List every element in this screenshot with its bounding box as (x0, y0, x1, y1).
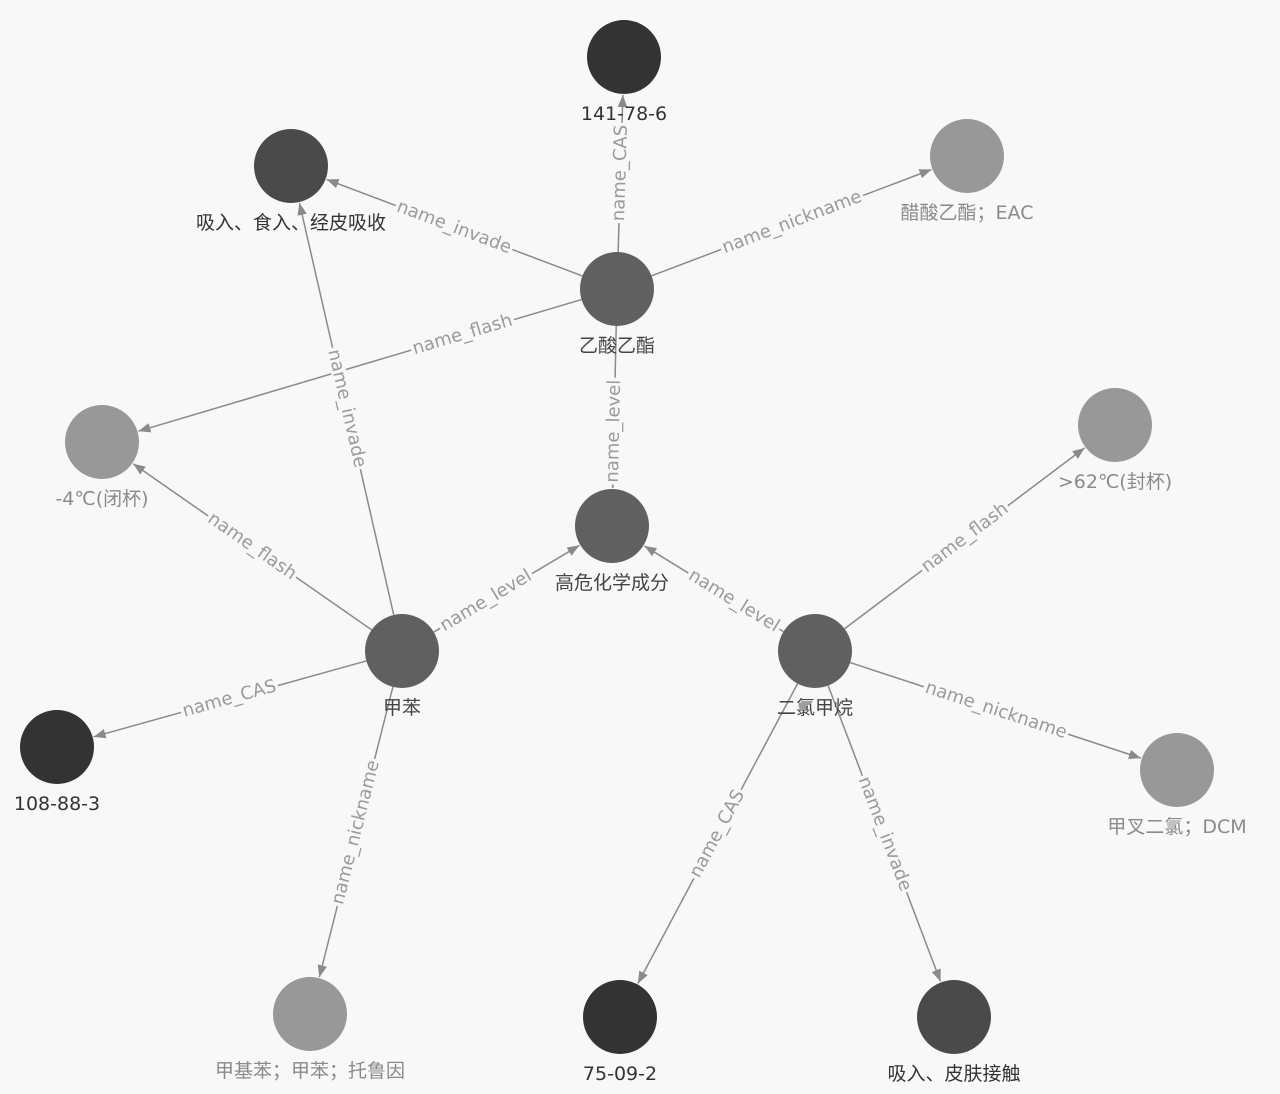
edge-label-background (718, 188, 866, 257)
edge-ethyl_acetate-cas_ea[interactable]: name_CAS (608, 94, 632, 253)
edge-label: name_invade (323, 347, 370, 469)
edge-label-background (325, 345, 369, 471)
node-circle[interactable] (365, 614, 439, 688)
edge-label-background (408, 311, 516, 357)
node-label: 75-09-2 (583, 1063, 657, 1085)
edge-label: name_nickname (719, 186, 865, 258)
edge-label-background (610, 122, 630, 224)
node-circle[interactable] (65, 405, 139, 479)
node-circle[interactable] (583, 980, 657, 1054)
node-circle[interactable] (20, 710, 94, 784)
node-nick_tol[interactable]: 甲基苯；甲苯；托鲁因 (215, 977, 405, 1082)
node-circle[interactable] (917, 980, 991, 1054)
node-circle[interactable] (778, 614, 852, 688)
edge-dcm-nick_dcm[interactable]: name_nickname (849, 661, 1142, 759)
node-label: 甲叉二氯；DCM (1107, 816, 1246, 838)
node-label: 108-88-3 (14, 793, 100, 815)
edge-label: name_flash (204, 508, 301, 584)
node-label: -4℃(闭杯) (55, 488, 148, 510)
edge-dcm-cas_dcm[interactable]: name_CAS (637, 683, 799, 984)
node-label: >62℃(封杯) (1058, 471, 1172, 493)
node-cas_ea[interactable]: 141-78-6 (581, 20, 667, 125)
node-label: 甲苯 (383, 697, 421, 719)
edge-label: name_nickname (923, 677, 1070, 743)
edge-label-background (921, 679, 1071, 741)
node-circle[interactable] (930, 119, 1004, 193)
node-circle[interactable] (575, 489, 649, 563)
edge-label: name_CAS (685, 786, 749, 881)
node-ethyl_acetate[interactable]: 乙酸乙酯 (579, 252, 655, 357)
edge-label: name_level (602, 380, 625, 483)
edge-label-background (686, 785, 748, 882)
node-circle[interactable] (580, 252, 654, 326)
edge-label: name_CAS (180, 675, 278, 721)
edge-label-background (204, 509, 301, 583)
node-nick_ea[interactable]: 醋酸乙酯；EAC (901, 119, 1034, 224)
node-flash_2[interactable]: >62℃(封杯) (1058, 388, 1172, 493)
node-label: 甲基苯；甲苯；托鲁因 (215, 1060, 405, 1082)
edge-toluene-flash_1[interactable]: name_flash (132, 463, 373, 631)
node-label: 141-78-6 (581, 103, 667, 125)
node-circle[interactable] (273, 977, 347, 1051)
edge-dcm-invade_2[interactable]: name_invade (827, 685, 942, 982)
edge-label: name_nickname (327, 758, 384, 906)
node-cas_dcm[interactable]: 75-09-2 (583, 980, 657, 1085)
node-label: 高危化学成分 (555, 572, 669, 594)
node-circle[interactable] (1140, 733, 1214, 807)
edge-toluene-cas_tol[interactable]: name_CAS (93, 660, 367, 739)
edge-ethyl_acetate-nick_ea[interactable]: name_nickname (651, 168, 932, 277)
node-label: 二氯甲烷 (777, 697, 853, 719)
edge-label: name_CAS (608, 125, 632, 222)
edge-toluene-invade_1[interactable]: name_invade (297, 202, 395, 616)
node-invade_1[interactable]: 吸入、食入、经皮吸收 (196, 129, 386, 234)
edge-label-background (684, 566, 784, 635)
edge-line (138, 298, 582, 433)
node-nick_dcm[interactable]: 甲叉二氯；DCM (1107, 733, 1247, 838)
edge-ethyl_acetate-hazard[interactable]: name_level (602, 325, 625, 489)
edge-label: name_level (685, 565, 784, 637)
edge-label: name_invade (394, 196, 514, 258)
edge-dcm-flash_2[interactable]: name_flash (844, 447, 1086, 630)
node-circle[interactable] (254, 129, 328, 203)
edge-label-background (179, 677, 280, 720)
edge-label: name_flash (410, 310, 515, 360)
edge-label-background (435, 566, 536, 635)
edge-label: name_flash (917, 498, 1012, 577)
node-toluene[interactable]: 甲苯 (365, 614, 439, 719)
edge-label-background (604, 377, 623, 485)
node-label: 乙酸乙酯 (579, 335, 655, 357)
node-flash_1[interactable]: -4℃(闭杯) (55, 405, 149, 510)
node-dcm[interactable]: 二氯甲烷 (777, 614, 853, 719)
node-label: 吸入、食入、经皮吸收 (196, 212, 386, 234)
edge-label: name_invade (854, 774, 916, 894)
node-circle[interactable] (1078, 388, 1152, 462)
node-cas_tol[interactable]: 108-88-3 (14, 710, 100, 815)
edge-label: name_level (436, 565, 535, 636)
node-hazard[interactable]: 高危化学成分 (555, 489, 669, 594)
edge-label-background (393, 198, 516, 257)
edge-label-background (917, 499, 1013, 576)
node-circle[interactable] (587, 20, 661, 94)
edge-label-background (855, 772, 915, 895)
edge-ethyl_acetate-flash_1[interactable]: name_flash (138, 298, 582, 433)
node-invade_2[interactable]: 吸入、皮肤接触 (887, 980, 1021, 1085)
node-label: 吸入、皮肤接触 (887, 1063, 1020, 1085)
node-label: 醋酸乙酯；EAC (901, 202, 1034, 224)
edge-label-background (329, 756, 382, 908)
edge-toluene-nick_tol[interactable]: name_nickname (317, 686, 394, 978)
